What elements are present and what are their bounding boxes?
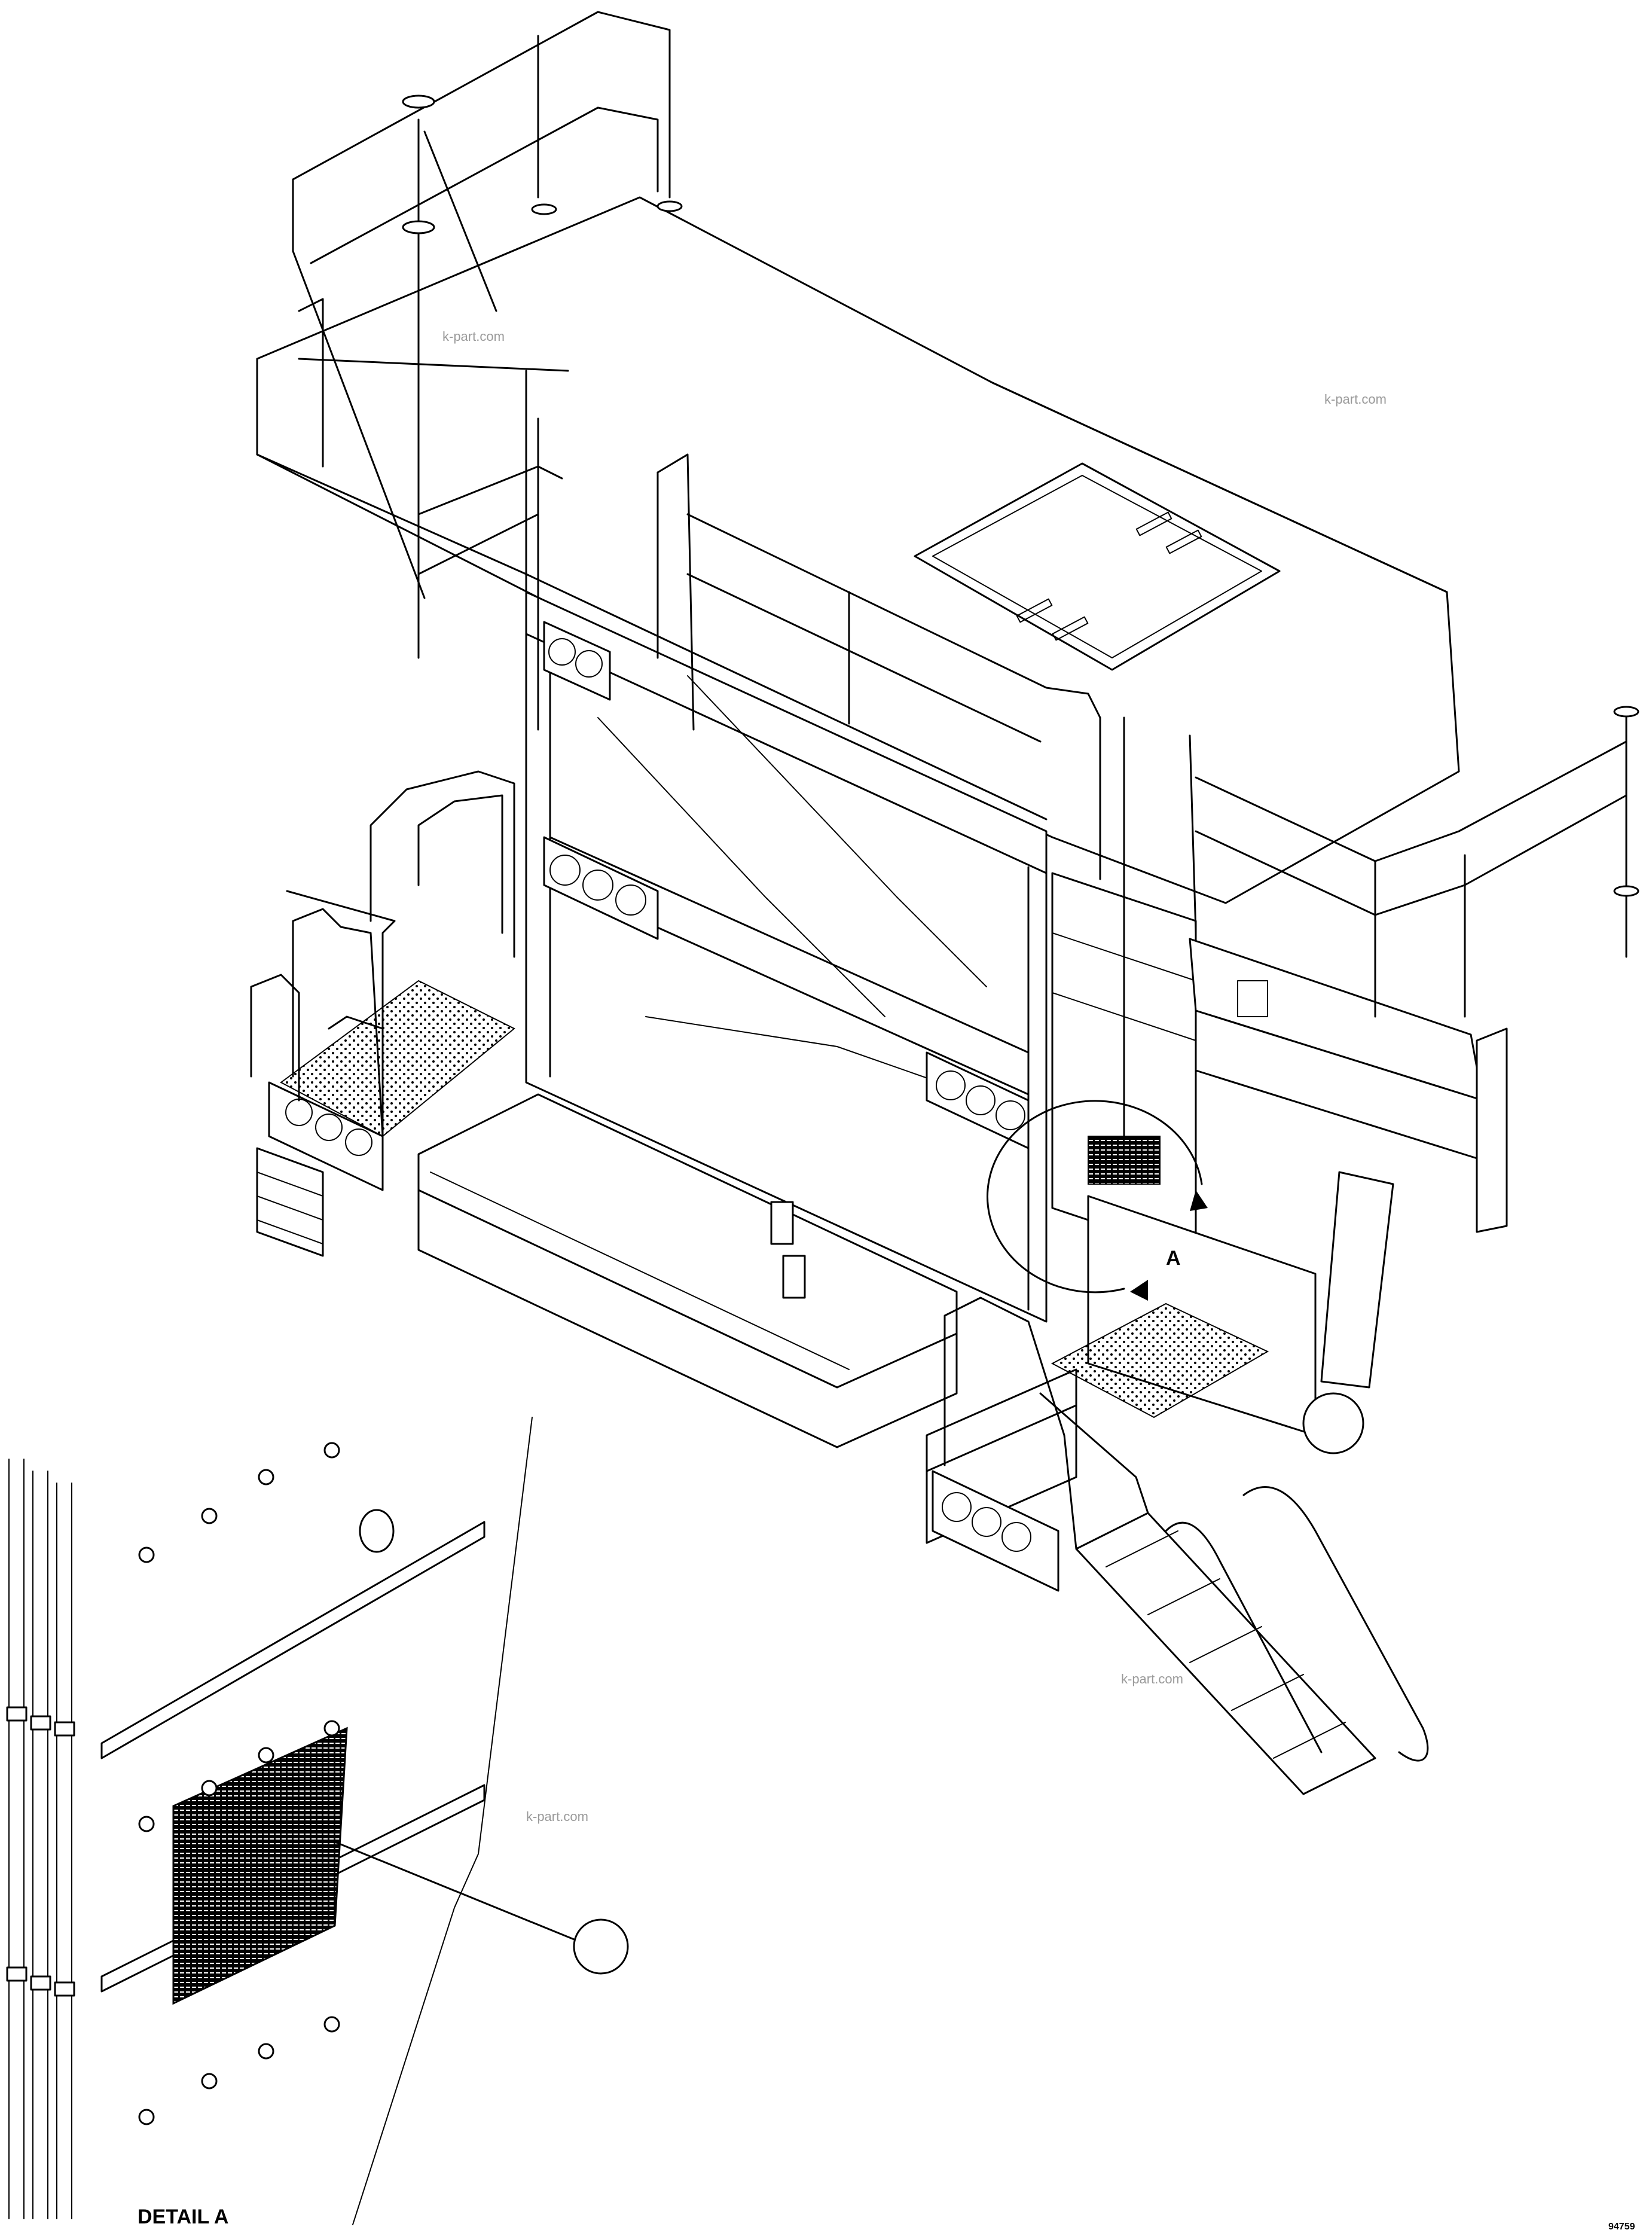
light-pods [543,621,1030,1149]
detail-a-title: DETAIL A [138,2206,228,2228]
detail-callout [987,1100,1208,1301]
item-balloon [573,1918,629,1975]
main-frame [525,591,1048,1323]
watermark-2: k-part.com [1324,392,1387,407]
instruction-decal [172,1726,348,2005]
left-platform [250,770,515,1257]
watermark-1: k-part.com [442,329,505,344]
watermark-4: k-part.com [526,1809,588,1824]
right-stairs [1075,1486,1429,1795]
guard-rails [286,11,1639,1550]
view-label-a: A [1166,1247,1181,1270]
paver-machine [250,11,1639,1795]
detail-a-view [6,1417,629,2225]
drawing-number: 94759 [1608,2222,1635,2232]
bolts [138,1442,340,2125]
lower-beam [417,1093,1077,1592]
watermark-3: k-part.com [1121,1671,1183,1686]
service-hatch [914,462,1281,671]
hoses [6,1459,75,2219]
